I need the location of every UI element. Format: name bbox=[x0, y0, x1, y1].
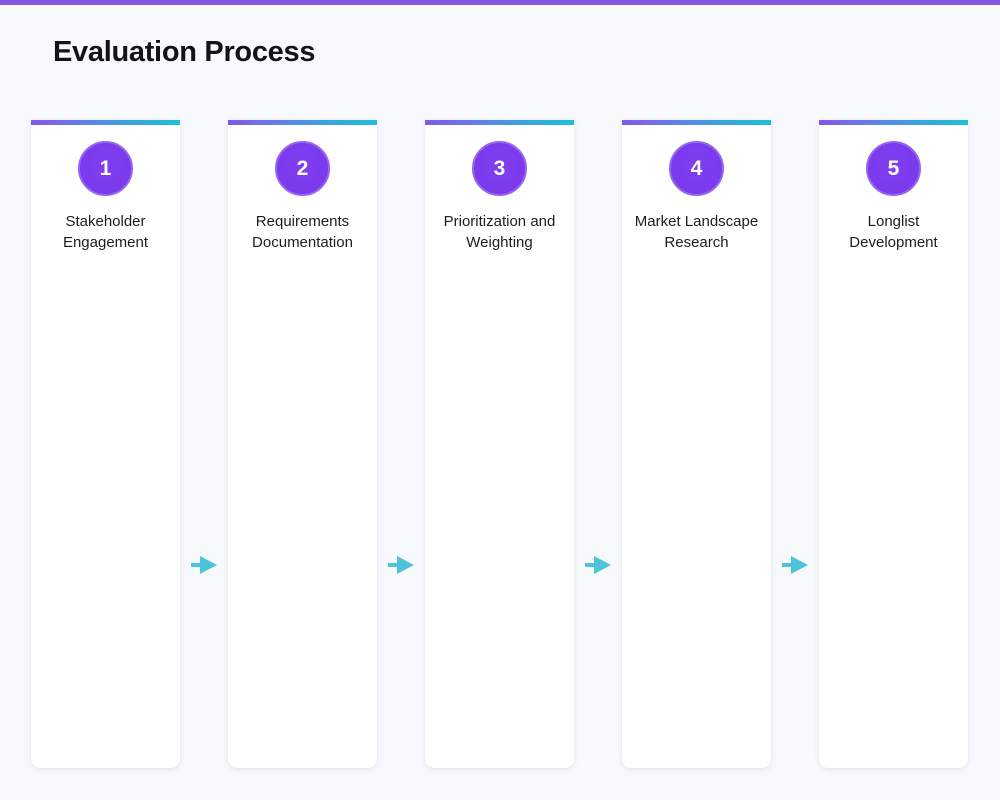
step-label: Stakeholder Engagement bbox=[62, 213, 149, 251]
step-number-badge: 2 bbox=[275, 141, 330, 196]
card-content: 1 Stakeholder Engagement bbox=[31, 125, 180, 253]
step-label: Prioritization and Weighting bbox=[443, 213, 556, 251]
arrow-right-icon bbox=[585, 554, 613, 576]
top-accent-bar bbox=[0, 0, 1000, 5]
step-label: Market Landscape Research bbox=[634, 213, 759, 251]
card-accent-bar bbox=[228, 120, 377, 125]
process-step-card-3[interactable]: 3 Prioritization and Weighting bbox=[425, 120, 574, 768]
card-content: 2 Requirements Documentation bbox=[228, 125, 377, 253]
arrow-right-icon bbox=[782, 554, 810, 576]
card-accent-bar bbox=[31, 120, 180, 125]
card-content: 3 Prioritization and Weighting bbox=[425, 125, 574, 253]
process-step-card-1[interactable]: 1 Stakeholder Engagement bbox=[31, 120, 180, 768]
card-accent-bar bbox=[425, 120, 574, 125]
step-number-badge: 3 bbox=[472, 141, 527, 196]
process-stage-row: 1 Stakeholder Engagement 2 Requirements … bbox=[31, 120, 969, 768]
step-label: Requirements Documentation bbox=[252, 213, 353, 251]
step-number-badge: 5 bbox=[866, 141, 921, 196]
card-accent-bar bbox=[819, 120, 968, 125]
step-label: Longlist Development bbox=[849, 213, 938, 251]
page-title: Evaluation Process bbox=[53, 36, 316, 68]
process-step-card-2[interactable]: 2 Requirements Documentation bbox=[228, 120, 377, 768]
arrow-right-icon bbox=[388, 554, 416, 576]
card-content: 5 Longlist Development bbox=[819, 125, 968, 253]
step-number-badge: 1 bbox=[78, 141, 133, 196]
card-accent-bar bbox=[622, 120, 771, 125]
card-content: 4 Market Landscape Research bbox=[622, 125, 771, 253]
step-number-badge: 4 bbox=[669, 141, 724, 196]
arrow-right-icon bbox=[191, 554, 219, 576]
process-step-card-4[interactable]: 4 Market Landscape Research bbox=[622, 120, 771, 768]
process-step-card-5[interactable]: 5 Longlist Development bbox=[819, 120, 968, 768]
